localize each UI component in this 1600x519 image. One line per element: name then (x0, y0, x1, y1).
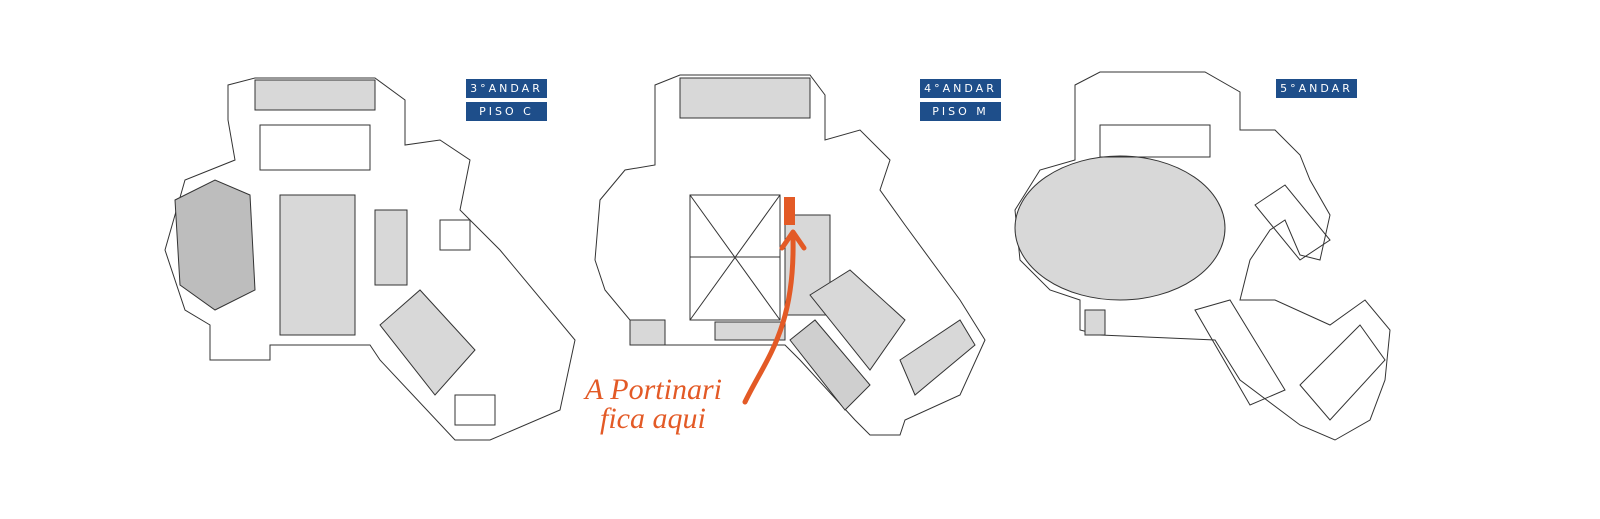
annotation-line-2: fica aqui (600, 402, 706, 435)
arrow-icon (742, 235, 796, 405)
floor-4-sublabel: PISO M (920, 102, 1001, 121)
floor-4-label: 4°ANDAR (920, 79, 1001, 98)
floor-3-label: 3°ANDAR (466, 79, 547, 98)
floor-3-sublabel: PISO C (466, 102, 547, 121)
floor-plan-3 (164, 77, 576, 441)
portinari-room-highlight (784, 197, 795, 225)
floor-5-label: 5°ANDAR (1276, 79, 1357, 98)
floor-plan-5 (1014, 71, 1391, 441)
arrow-head-icon (779, 229, 807, 251)
annotation-line-1: A Portinari (585, 373, 722, 406)
